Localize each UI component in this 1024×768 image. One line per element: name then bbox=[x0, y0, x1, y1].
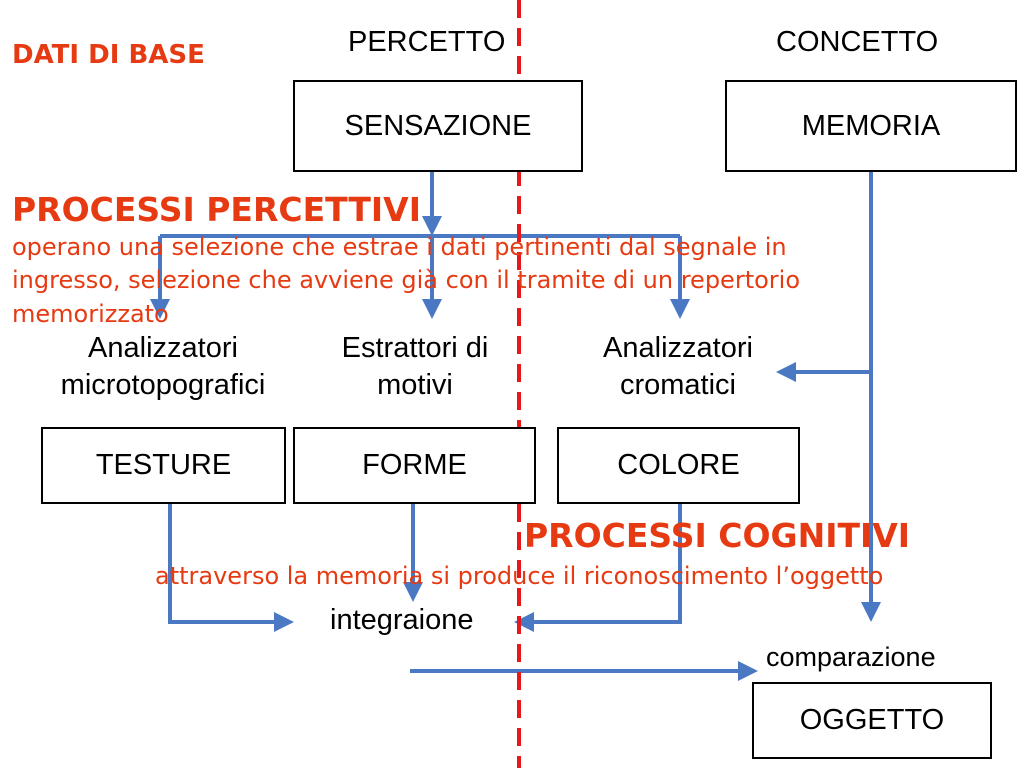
heading-dati-di-base: DATI DI BASE bbox=[12, 40, 205, 70]
processi-percettivi-desc-line-2: ingresso, selezione che avviene già con … bbox=[12, 266, 801, 294]
label-estrattori-di-motivi-line-1: Estrattori di bbox=[341, 332, 489, 364]
processi-percettivi-desc-line-1: operano una selezione che estrae i dati … bbox=[12, 233, 787, 261]
box-testure: TESTURE bbox=[41, 427, 286, 504]
label-analizzatori-cromatici-line-1: Analizzatori bbox=[603, 332, 753, 364]
label-analizzatori-microtopografici-line-2: microtopografici bbox=[60, 369, 266, 401]
box-forme: FORME bbox=[293, 427, 536, 504]
label-comparazione: comparazione bbox=[766, 642, 936, 672]
label-analizzatori-microtopografici: Analizzatori microtopografici bbox=[40, 330, 286, 404]
column-label-concetto: CONCETTO bbox=[776, 26, 939, 58]
processi-percettivi-desc-line-3: memorizzato bbox=[12, 300, 169, 328]
processi-cognitivi-desc: attraverso la memoria si produce il rico… bbox=[155, 562, 884, 590]
connector-testure-integrazione bbox=[168, 504, 294, 632]
label-analizzatori-microtopografici-line-1: Analizzatori bbox=[88, 332, 238, 364]
box-memoria: MEMORIA bbox=[725, 80, 1017, 172]
heading-processi-percettivi: PROCESSI PERCETTIVI bbox=[12, 190, 422, 229]
connector-colore-integrazione bbox=[514, 504, 682, 632]
label-estrattori-di-motivi-line-2: motivi bbox=[377, 369, 453, 401]
label-integrazione: integraione bbox=[330, 604, 474, 636]
box-colore: COLORE bbox=[557, 427, 800, 504]
label-analizzatori-cromatici-line-2: cromatici bbox=[619, 369, 736, 401]
box-sensazione: SENSAZIONE bbox=[293, 80, 583, 172]
label-analizzatori-cromatici: Analizzatori cromatici bbox=[563, 330, 793, 404]
column-label-percetto: PERCETTO bbox=[348, 26, 506, 58]
label-estrattori-di-motivi: Estrattori di motivi bbox=[300, 330, 530, 404]
box-oggetto: OGGETTO bbox=[752, 682, 992, 759]
heading-processi-cognitivi: PROCESSI COGNITIVI bbox=[524, 516, 911, 555]
